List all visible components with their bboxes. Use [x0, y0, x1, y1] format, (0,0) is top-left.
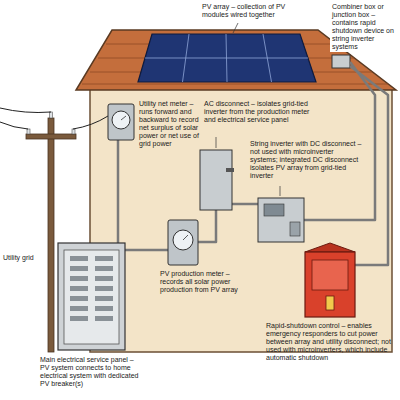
breakers — [70, 256, 113, 321]
utility-pole — [48, 118, 54, 352]
insulator — [72, 129, 75, 134]
insulator — [27, 129, 30, 134]
production-meter — [168, 220, 198, 265]
ac-disconnect — [200, 150, 232, 210]
string-inverter — [258, 198, 304, 242]
breaker — [70, 256, 88, 261]
net-meter — [108, 104, 134, 140]
meter-dial — [173, 230, 193, 250]
conduit — [117, 140, 120, 243]
callout: AC disconnect – isolates grid-tied inver… — [204, 100, 318, 124]
callout: PV production meter – records all solar … — [160, 270, 244, 294]
meter-needle — [183, 235, 188, 240]
conduit — [125, 249, 168, 252]
power-lines — [0, 108, 108, 129]
panel-door — [64, 250, 119, 344]
callout-text: AC disconnect – isolates grid-tied inver… — [204, 100, 318, 124]
callout-text: Utility net meter – runs forward and bac… — [139, 100, 199, 148]
pv-array — [138, 34, 316, 82]
module-edge — [145, 58, 308, 59]
insulators — [27, 112, 75, 134]
shutdown-panel — [312, 260, 348, 290]
breaker — [70, 266, 88, 271]
callout-text: Combiner box or junction box – contains … — [330, 2, 396, 52]
grid-wire — [0, 122, 28, 129]
meter-needle — [121, 116, 126, 120]
tile-row — [98, 58, 354, 59]
callout: Rapid-shutdown control – enables emergen… — [266, 322, 392, 362]
conduit — [198, 210, 216, 242]
callout-text: PV array – collection of PV modules wire… — [200, 2, 315, 20]
leader-line — [280, 186, 281, 196]
tile-row — [82, 84, 388, 85]
breaker — [70, 276, 88, 281]
meter-dial — [112, 111, 130, 129]
callout-text: PV production meter – records all solar … — [160, 270, 244, 294]
breaker — [95, 256, 113, 261]
service-panel — [58, 243, 125, 350]
breaker — [95, 276, 113, 281]
callout: Combiner box or junction box – contains … — [330, 2, 396, 52]
leader-line — [216, 137, 217, 148]
callout: String inverter with DC disconnect – not… — [250, 140, 362, 180]
callout: PV array – collection of PV modules wire… — [200, 2, 315, 20]
conduits — [118, 62, 388, 265]
callout-text: Main electrical service panel – PV syste… — [40, 356, 144, 388]
dc-disconnect — [290, 222, 300, 236]
breaker — [95, 316, 113, 321]
breaker — [95, 296, 113, 301]
service-drop — [73, 116, 108, 129]
grid-wire — [0, 108, 51, 113]
callout-text: Rapid-shutdown control – enables emergen… — [266, 322, 392, 362]
callout: Main electrical service panel – PV syste… — [40, 356, 144, 388]
breaker — [95, 266, 113, 271]
breaker — [70, 316, 88, 321]
inverter-display — [264, 204, 284, 216]
leader-line — [233, 23, 238, 33]
callout: Utility grid — [3, 254, 47, 262]
shutdown-handle — [326, 296, 334, 310]
breaker — [70, 306, 88, 311]
shutdown-cap — [305, 243, 355, 252]
conduit — [350, 66, 388, 265]
callout-text: String inverter with DC disconnect – not… — [250, 140, 362, 180]
breaker — [95, 306, 113, 311]
conduit — [232, 203, 258, 206]
pv-module-grid — [145, 34, 308, 82]
disconnect-handle — [226, 168, 234, 172]
pole-crossbar — [26, 134, 76, 139]
combiner-box — [332, 55, 350, 68]
callout: Utility net meter – runs forward and bac… — [139, 100, 199, 148]
rapid-shutdown-box — [305, 252, 355, 317]
breaker — [95, 286, 113, 291]
insulator — [50, 112, 53, 118]
callout-text: Utility grid — [3, 254, 47, 262]
breaker — [70, 296, 88, 301]
breaker — [70, 286, 88, 291]
